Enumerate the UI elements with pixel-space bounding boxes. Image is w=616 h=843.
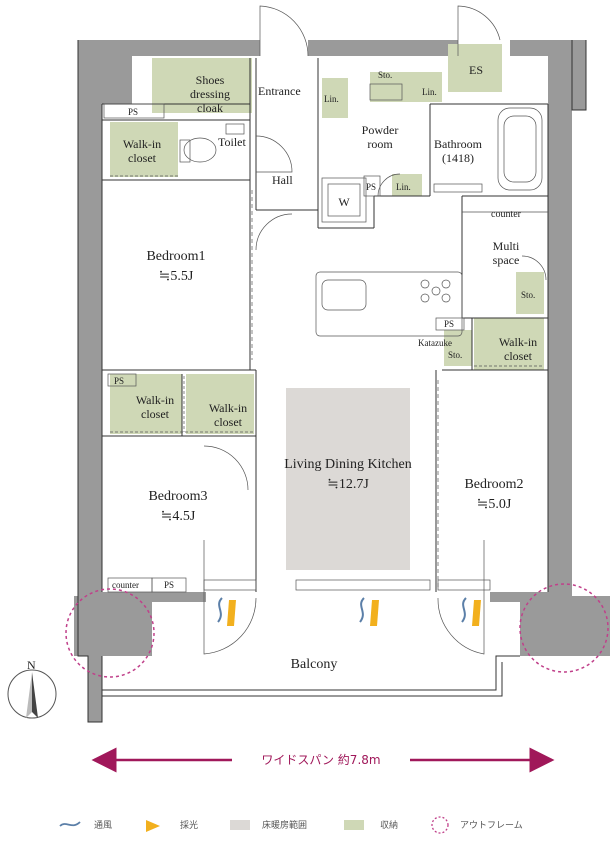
label-ps-bottom: PS [164,580,174,590]
ventilation-mark-bed3 [217,597,223,623]
wide-span-label: ワイドスパン 約7.8m [261,752,380,767]
label-lin-right: Lin. [422,87,437,97]
outframe-circle-right [519,583,609,673]
compass-label: N [27,658,36,672]
legend-daylight: 採光 [180,819,198,831]
label-sto-katazuke: Sto. [448,350,462,360]
label-toilet: Toilet [218,135,246,149]
legend-floor-heating: 床暖房範囲 [262,819,307,831]
daylight-marks [227,600,481,626]
label-multi-space-2: space [493,253,520,267]
label-ldk-name: Living Dining Kitchen [284,457,412,472]
label-hall: Hall [272,173,293,187]
label-walk-in-4-a: Walk-in [209,401,247,415]
ventilation-mark-ldk [359,597,365,623]
legend-floor-heating-icon [230,820,250,830]
label-ps-top: PS [128,107,138,117]
label-bedroom1-area: ≒5.5J [159,269,194,284]
label-ldk-area: ≒12.7J [327,477,369,492]
label-ps-hall: PS [366,182,376,192]
balcony-outline [102,655,520,697]
interior-walls [102,58,548,592]
label-es: ES [469,63,483,77]
legend: 通風 採光 床暖房範囲 収納 アウトフレーム [59,816,523,834]
exterior-walls [74,40,610,722]
north-compass: N [7,658,57,719]
label-walk-in-1-b: closet [128,151,157,165]
daylight-mark-ldk [370,600,379,626]
label-lin-left: Lin. [324,94,339,104]
label-powder-room-1: Powder [362,123,399,137]
wide-span-dimension: ワイドスパン 約7.8m [91,747,555,773]
label-shoes-cloak-2: dressing [190,87,230,101]
label-bathroom-1: Bathroom [434,137,483,151]
fixtures [103,83,548,593]
outframe-marks [65,583,609,678]
label-bedroom2-name: Bedroom2 [464,477,523,492]
label-walk-in-3-b: closet [141,407,170,421]
label-bedroom2-area: ≒5.0J [477,497,512,512]
window-rails [203,579,491,591]
label-bedroom3-name: Bedroom3 [148,489,207,504]
label-bedroom3-area: ≒4.5J [161,509,196,524]
label-powder-room-2: room [367,137,393,151]
outframe-circle-left [65,588,155,678]
legend-outframe: アウトフレーム [460,820,523,831]
ventilation-marks [217,597,467,623]
legend-outframe-icon [431,816,449,834]
legend-storage-icon [344,820,364,830]
ventilation-mark-bed2 [461,597,467,623]
label-counter-top: counter [491,209,522,220]
label-bathroom-2: (1418) [442,151,474,165]
label-walk-in-3-a: Walk-in [136,393,174,407]
label-multi-space-1: Multi [493,239,520,253]
label-sto-multi: Sto. [521,290,535,300]
label-lin-bottom: Lin. [396,182,411,192]
legend-daylight-icon [146,820,160,832]
label-shoes-cloak-3: cloak [197,101,223,115]
daylight-mark-bed2 [472,600,481,626]
label-walk-in-1-a: Walk-in [123,137,161,151]
label-ps-bed3: PS [114,376,124,386]
label-sto-top: Sto. [378,70,392,80]
label-katazuke: Katazuke [418,338,452,348]
wall-outlines [77,40,587,723]
legend-ventilation: 通風 [94,820,112,831]
label-shoes-cloak-1: Shoes [196,73,225,87]
floor-heating-area [286,388,410,570]
legend-ventilation-icon [59,821,81,827]
label-balcony: Balcony [291,657,338,672]
label-walk-in-4-b: closet [214,415,243,429]
label-w: W [338,195,350,209]
label-walk-in-2-a: Walk-in [499,335,537,349]
label-walk-in-2-b: closet [504,349,533,363]
daylight-mark-bed3 [227,600,236,626]
label-entrance: Entrance [258,84,301,98]
label-bedroom1-name: Bedroom1 [146,249,205,264]
label-counter-bottom: counter [112,580,139,590]
doors [203,5,547,655]
closet-rails [110,175,544,590]
label-ps-kitchen: PS [444,319,454,329]
legend-storage: 収納 [380,819,398,831]
room-labels: Shoes dressing cloak Entrance ES Sto. Li… [112,63,537,672]
